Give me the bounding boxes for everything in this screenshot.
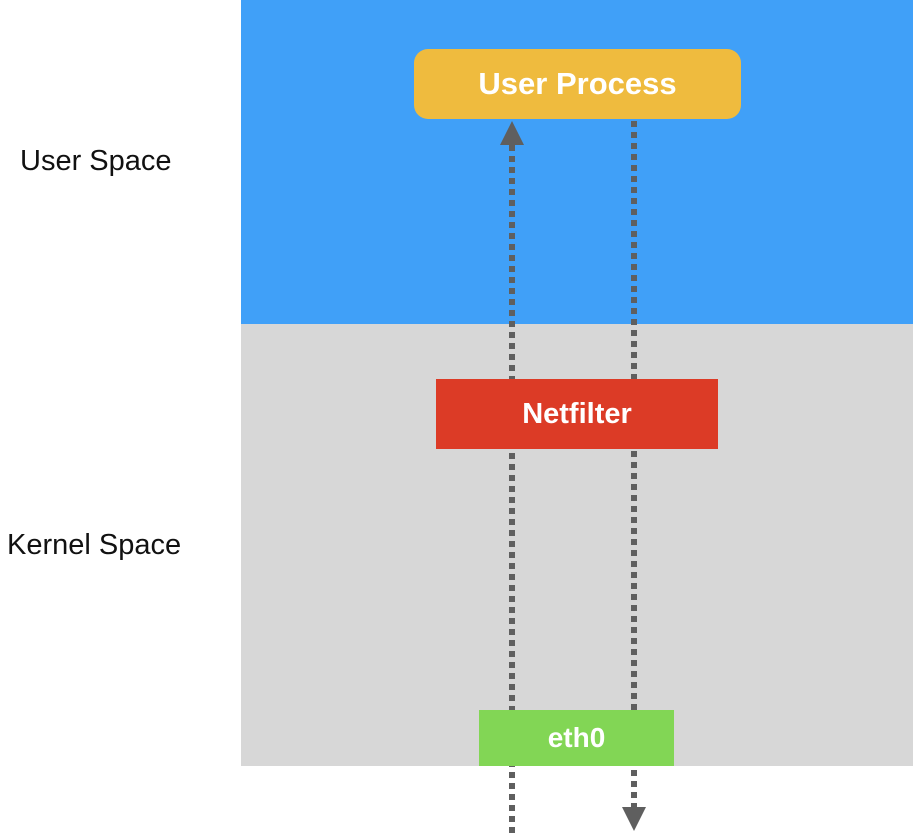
user-space-label: User Space xyxy=(20,145,172,177)
user-process-box: User Process xyxy=(414,49,741,119)
kernel-space-label: Kernel Space xyxy=(7,529,182,561)
outbound-arrowhead xyxy=(622,807,646,831)
netfilter-box: Netfilter xyxy=(436,379,718,449)
eth0-box: eth0 xyxy=(479,710,674,766)
